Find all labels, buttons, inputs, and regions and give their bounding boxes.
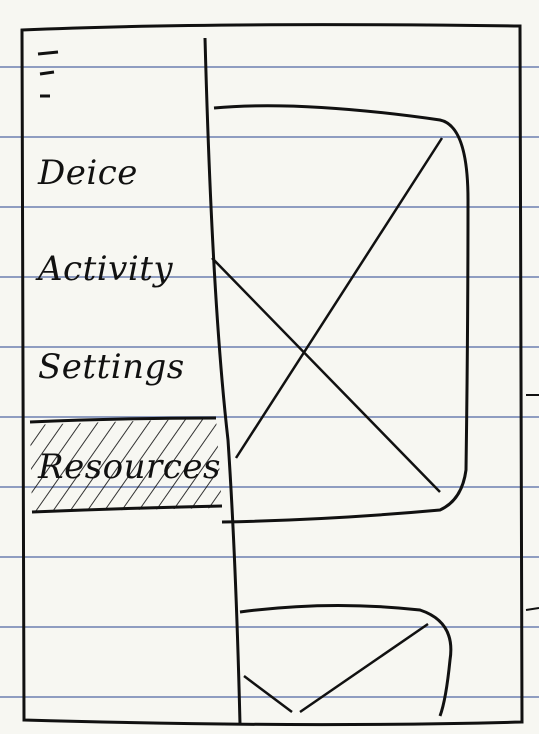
sidebar-item-settings[interactable]: Settings bbox=[38, 347, 185, 387]
image-placeholder-icon bbox=[211, 104, 470, 524]
sidebar-item-activity[interactable]: Activity bbox=[38, 249, 174, 289]
sidebar-item-resources[interactable]: Resources bbox=[38, 447, 221, 487]
sidebar-divider bbox=[203, 37, 242, 725]
phone-frame bbox=[20, 23, 524, 727]
selected-item-highlight bbox=[29, 416, 223, 514]
image-placeholder-icon bbox=[239, 603, 453, 717]
edge-marks bbox=[525, 394, 539, 611]
hamburger-menu-icon[interactable] bbox=[36, 48, 60, 104]
sidebar-item-device[interactable]: Deice bbox=[38, 153, 138, 193]
